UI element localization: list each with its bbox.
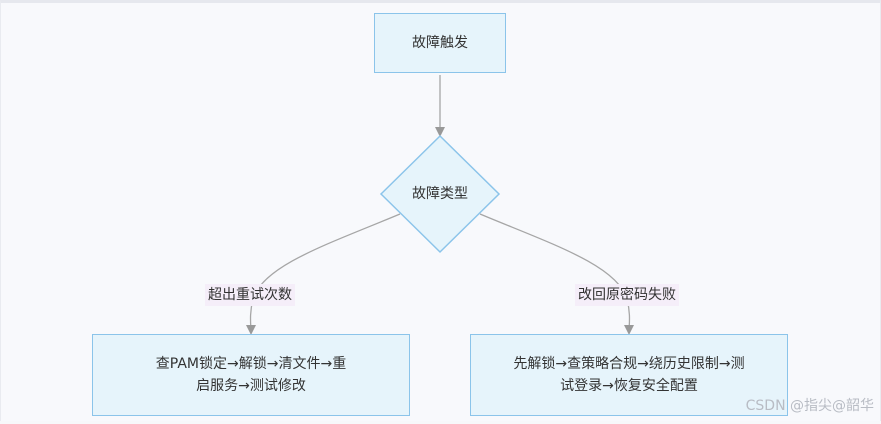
node-left-procedure: 查PAM锁定→解锁→清文件→重启服务→测试修改 xyxy=(92,334,410,416)
node-left-procedure-label: 查PAM锁定→解锁→清文件→重启服务→测试修改 xyxy=(155,356,347,394)
edge-label-restore-failed: 改回原密码失败 xyxy=(575,284,679,306)
edge-type-to-left xyxy=(245,213,401,335)
node-right-procedure-label: 先解锁→查策略合规→绕历史限制→测试登录→恢复安全配置 xyxy=(513,356,745,394)
connectors xyxy=(245,75,635,335)
node-right-procedure: 先解锁→查策略合规→绕历史限制→测试登录→恢复安全配置 xyxy=(470,334,788,416)
edge-type-to-right xyxy=(479,213,635,335)
decision-diamond xyxy=(379,134,501,254)
node-fault-type-label: 故障类型 xyxy=(412,186,468,202)
watermark: CSDN @指尖@韶华 xyxy=(745,398,874,414)
edge-label-retry-exceeded: 超出重试次数 xyxy=(205,284,295,306)
node-fault-trigger: 故障触发 xyxy=(374,13,506,73)
node-fault-trigger-label: 故障触发 xyxy=(412,35,468,51)
